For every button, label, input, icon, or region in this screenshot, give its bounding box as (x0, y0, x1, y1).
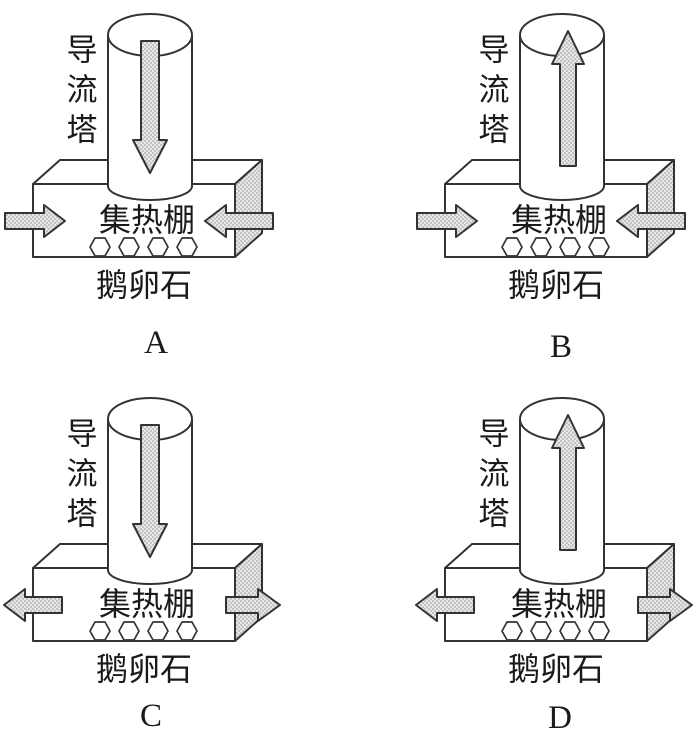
pebble-icon (588, 237, 610, 257)
tower-label-char: 流 (479, 457, 510, 492)
diagram-A: 导流塔集热棚鹅卵石 (0, 0, 283, 302)
tower-label-char: 塔 (67, 113, 98, 148)
diagram-B: 导流塔集热棚鹅卵石 (412, 0, 695, 302)
tower-label-char: 塔 (67, 497, 98, 532)
pebble-icon (89, 237, 111, 257)
side-airflow-inward-left-arrow-icon (416, 204, 478, 238)
option-letter-D: D (548, 700, 572, 731)
pebble-icon (89, 621, 111, 641)
pebble-icon (530, 621, 552, 641)
side-airflow-outward-right-arrow-icon (225, 588, 281, 622)
tower-label-char: 导 (479, 417, 510, 452)
option-letter-B: B (549, 329, 572, 365)
tower-label-char: 导 (479, 33, 510, 68)
tower-label-char: 塔 (479, 113, 510, 148)
side-airflow-outward-left-arrow-icon (415, 588, 475, 622)
pebble-icon (559, 237, 581, 257)
pebble-icon (118, 621, 140, 641)
pebble-icon (501, 237, 523, 257)
side-airflow-inward-left-arrow-icon (4, 204, 66, 238)
pebble-icon (147, 621, 169, 641)
pebble-icon (559, 621, 581, 641)
tower-label-char: 流 (67, 457, 98, 492)
tower-label-char: 流 (479, 73, 510, 108)
pebble-icon (588, 621, 610, 641)
pebbles-label: 鹅卵石 (508, 651, 604, 686)
pebble-icon (176, 237, 198, 257)
tower-label-char: 塔 (479, 497, 510, 532)
shed-label: 集热棚 (511, 586, 607, 622)
tower-airflow-down-arrow-icon (132, 424, 168, 558)
diagram-D: 导流塔集热棚鹅卵石 (412, 384, 695, 686)
pebble-icon (118, 237, 140, 257)
tower-airflow-down-arrow-icon (132, 40, 168, 174)
side-airflow-outward-right-arrow-icon (637, 588, 693, 622)
pebble-icon (147, 237, 169, 257)
pebbles-label: 鹅卵石 (508, 267, 604, 302)
side-airflow-inward-right-arrow-icon (204, 204, 274, 238)
side-airflow-inward-right-arrow-icon (616, 204, 686, 238)
pebbles-label: 鹅卵石 (96, 267, 192, 302)
option-letter-A: A (144, 325, 168, 361)
pebble-icon (176, 621, 198, 641)
diagram-C: 导流塔集热棚鹅卵石 (0, 384, 283, 686)
side-airflow-outward-left-arrow-icon (3, 588, 63, 622)
tower-label-char: 导 (67, 417, 98, 452)
shed-label: 集热棚 (511, 202, 607, 238)
pebble-icon (501, 621, 523, 641)
shed-label: 集热棚 (99, 586, 195, 622)
pebbles-label: 鹅卵石 (96, 651, 192, 686)
tower-airflow-up-arrow-icon (551, 30, 585, 167)
tower-airflow-up-arrow-icon (551, 414, 585, 551)
option-letter-C: C (139, 698, 162, 731)
shed-label: 集热棚 (99, 202, 195, 238)
pebble-icon (530, 237, 552, 257)
tower-label-char: 导 (67, 33, 98, 68)
tower-label-char: 流 (67, 73, 98, 108)
